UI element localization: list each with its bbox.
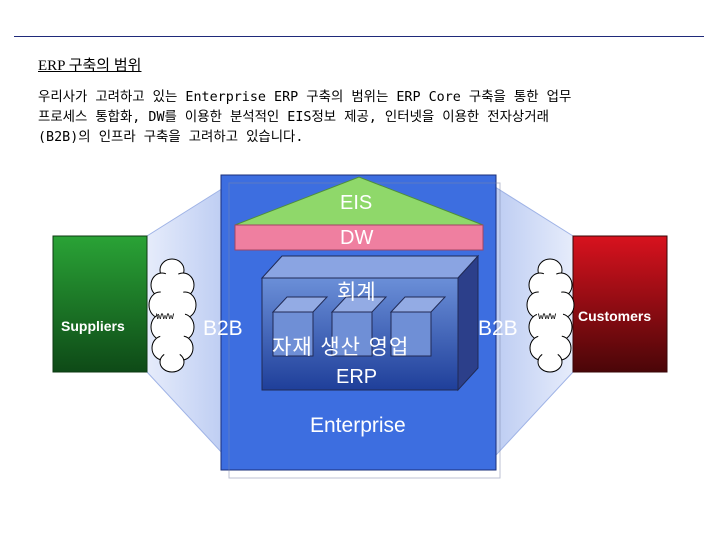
erp-label: ERP: [336, 366, 378, 388]
left-cloud-icon: [148, 258, 197, 373]
page-title: ERP 구축의 범위: [38, 58, 142, 74]
enterprise-label: Enterprise: [310, 414, 406, 437]
module-block-materials: [272, 311, 314, 357]
description-line-1: 우리사가 고려하고 있는 Enterprise ERP 구축의 범위는 ERP …: [38, 90, 572, 105]
dw-label: DW: [340, 227, 374, 249]
description: 우리사가 고려하고 있는 Enterprise ERP 구축의 범위는 ERP …: [38, 88, 678, 148]
right-cloud-icon: [526, 258, 575, 373]
accounting-label: 회계: [337, 280, 376, 304]
description-line-2: 프로세스 통합화, DW를 이용한 분석적인 EIS정보 제공, 인터넷을 이용…: [38, 110, 549, 125]
description-line-3: (B2B)의 인프라 구축을 고려하고 있습니다.: [38, 130, 304, 145]
suppliers-box: [52, 235, 148, 373]
customers-label: Customers: [578, 308, 652, 324]
eis-label: EIS: [340, 192, 373, 214]
erp-block-top: [260, 255, 480, 279]
customers-box: [572, 235, 668, 373]
erp-block-side: [457, 254, 479, 392]
suppliers-label: Suppliers: [61, 318, 125, 334]
www-left-label: www: [156, 311, 175, 322]
modules-label: 자재 생산 영업: [272, 335, 410, 359]
title-rule: [14, 36, 704, 37]
dw-bar: [234, 224, 484, 251]
module-block-production: [331, 311, 373, 357]
module-block-sales: [390, 311, 432, 357]
b2b-right-label: B2B: [478, 317, 518, 340]
b2b-left-label: B2B: [203, 317, 243, 340]
www-right-label: www: [538, 311, 557, 322]
